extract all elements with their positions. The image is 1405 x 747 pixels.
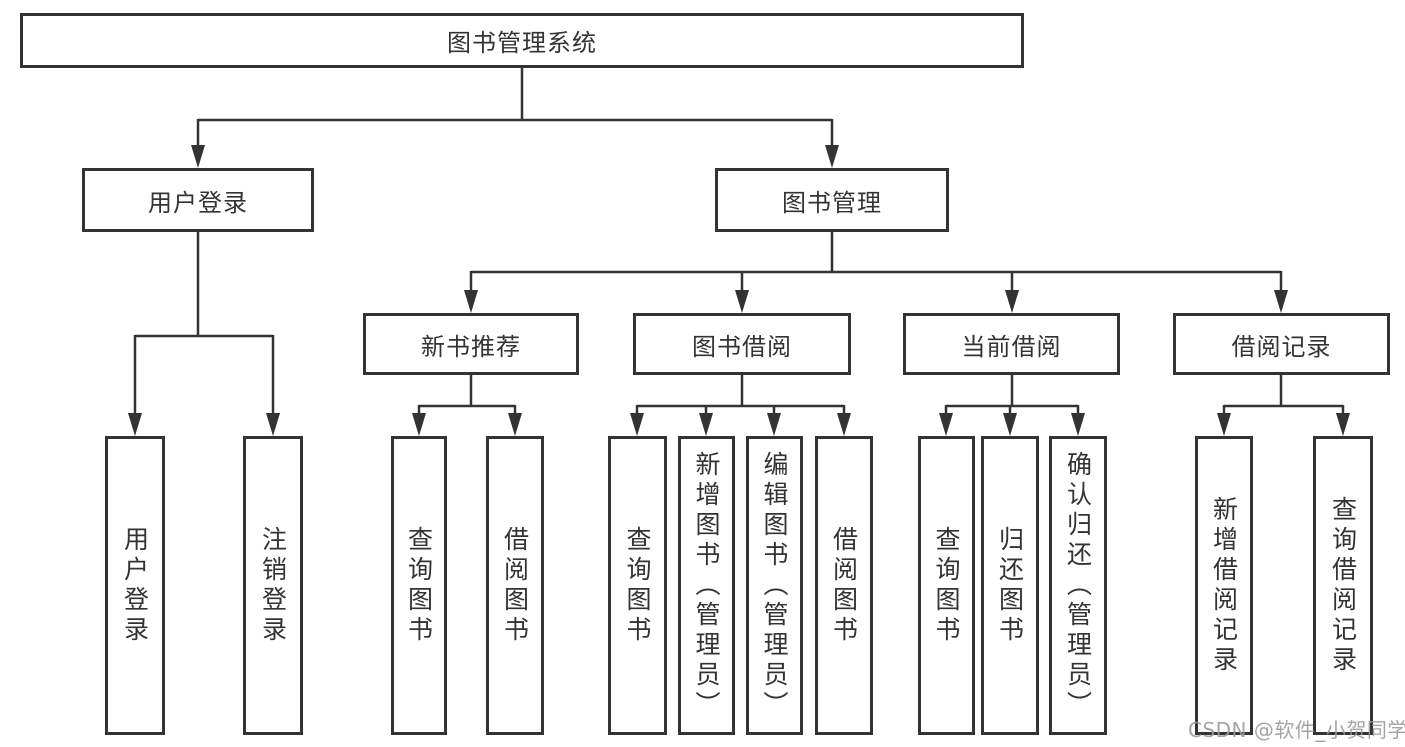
- node-label: 借阅图书: [829, 525, 859, 646]
- arrowhead: [1005, 290, 1019, 313]
- arrowhead: [630, 413, 644, 436]
- node-user-login: 用户登录: [82, 168, 314, 232]
- node-label: 查询图书: [404, 525, 434, 646]
- arrowhead: [1217, 413, 1231, 436]
- arrowhead: [464, 290, 478, 313]
- node-leaf-edit-book-admin: 编辑图书（管理员）: [746, 436, 803, 735]
- arrowhead: [266, 413, 280, 436]
- arrowhead: [1003, 413, 1017, 436]
- node-leaf-add-book-admin: 新增图书（管理员）: [678, 436, 735, 735]
- node-root-system: 图书管理系统: [20, 13, 1024, 68]
- node-leaf-query-book-1: 查询图书: [391, 436, 447, 735]
- node-label: 编辑图书（管理员）: [760, 450, 789, 721]
- node-new-book-recommend: 新书推荐: [363, 313, 579, 375]
- arrowhead: [939, 413, 953, 436]
- arrowhead: [508, 413, 522, 436]
- arrowhead: [1336, 413, 1350, 436]
- node-label: 查询借阅记录: [1328, 495, 1358, 676]
- node-book-management: 图书管理: [715, 168, 949, 232]
- watermark-text: CSDN @软件_小贺同学: [1188, 718, 1405, 742]
- node-leaf-add-borrow-record: 新增借阅记录: [1195, 436, 1253, 735]
- arrowhead: [191, 145, 205, 168]
- node-leaf-query-book-2: 查询图书: [608, 436, 667, 735]
- node-label: 注销登录: [258, 525, 288, 646]
- node-label: 新增图书（管理员）: [692, 450, 721, 721]
- node-leaf-query-book-3: 查询图书: [918, 436, 975, 735]
- node-book-borrow: 图书借阅: [633, 313, 851, 375]
- arrowhead: [1274, 290, 1288, 313]
- node-label: 用户登录: [120, 525, 150, 646]
- arrowhead: [735, 290, 749, 313]
- node-leaf-query-borrow-record: 查询借阅记录: [1313, 436, 1373, 735]
- arrowhead: [699, 413, 713, 436]
- node-label: 确认归还（管理员）: [1063, 450, 1093, 721]
- node-leaf-borrow-book-2: 借阅图书: [815, 436, 873, 735]
- arrowhead-group: [128, 145, 1350, 436]
- node-leaf-return-book: 归还图书: [981, 436, 1039, 735]
- node-leaf-borrow-book-1: 借阅图书: [486, 436, 544, 735]
- node-label: 归还图书: [995, 525, 1025, 646]
- arrowhead: [128, 413, 142, 436]
- node-label: 查询图书: [932, 525, 961, 646]
- node-leaf-confirm-return-admin: 确认归还（管理员）: [1049, 436, 1107, 735]
- arrowhead: [1071, 413, 1085, 436]
- node-leaf-user-login: 用户登录: [105, 436, 165, 735]
- arrowhead: [767, 413, 781, 436]
- node-borrow-record: 借阅记录: [1173, 313, 1390, 375]
- arrowhead: [825, 145, 839, 168]
- node-current-borrow: 当前借阅: [903, 313, 1120, 375]
- node-leaf-logout: 注销登录: [243, 436, 303, 735]
- node-label: 借阅图书: [500, 525, 530, 646]
- node-label: 查询图书: [623, 525, 652, 646]
- node-label: 新增借阅记录: [1209, 495, 1239, 676]
- arrowhead: [412, 413, 426, 436]
- arrowhead: [837, 413, 851, 436]
